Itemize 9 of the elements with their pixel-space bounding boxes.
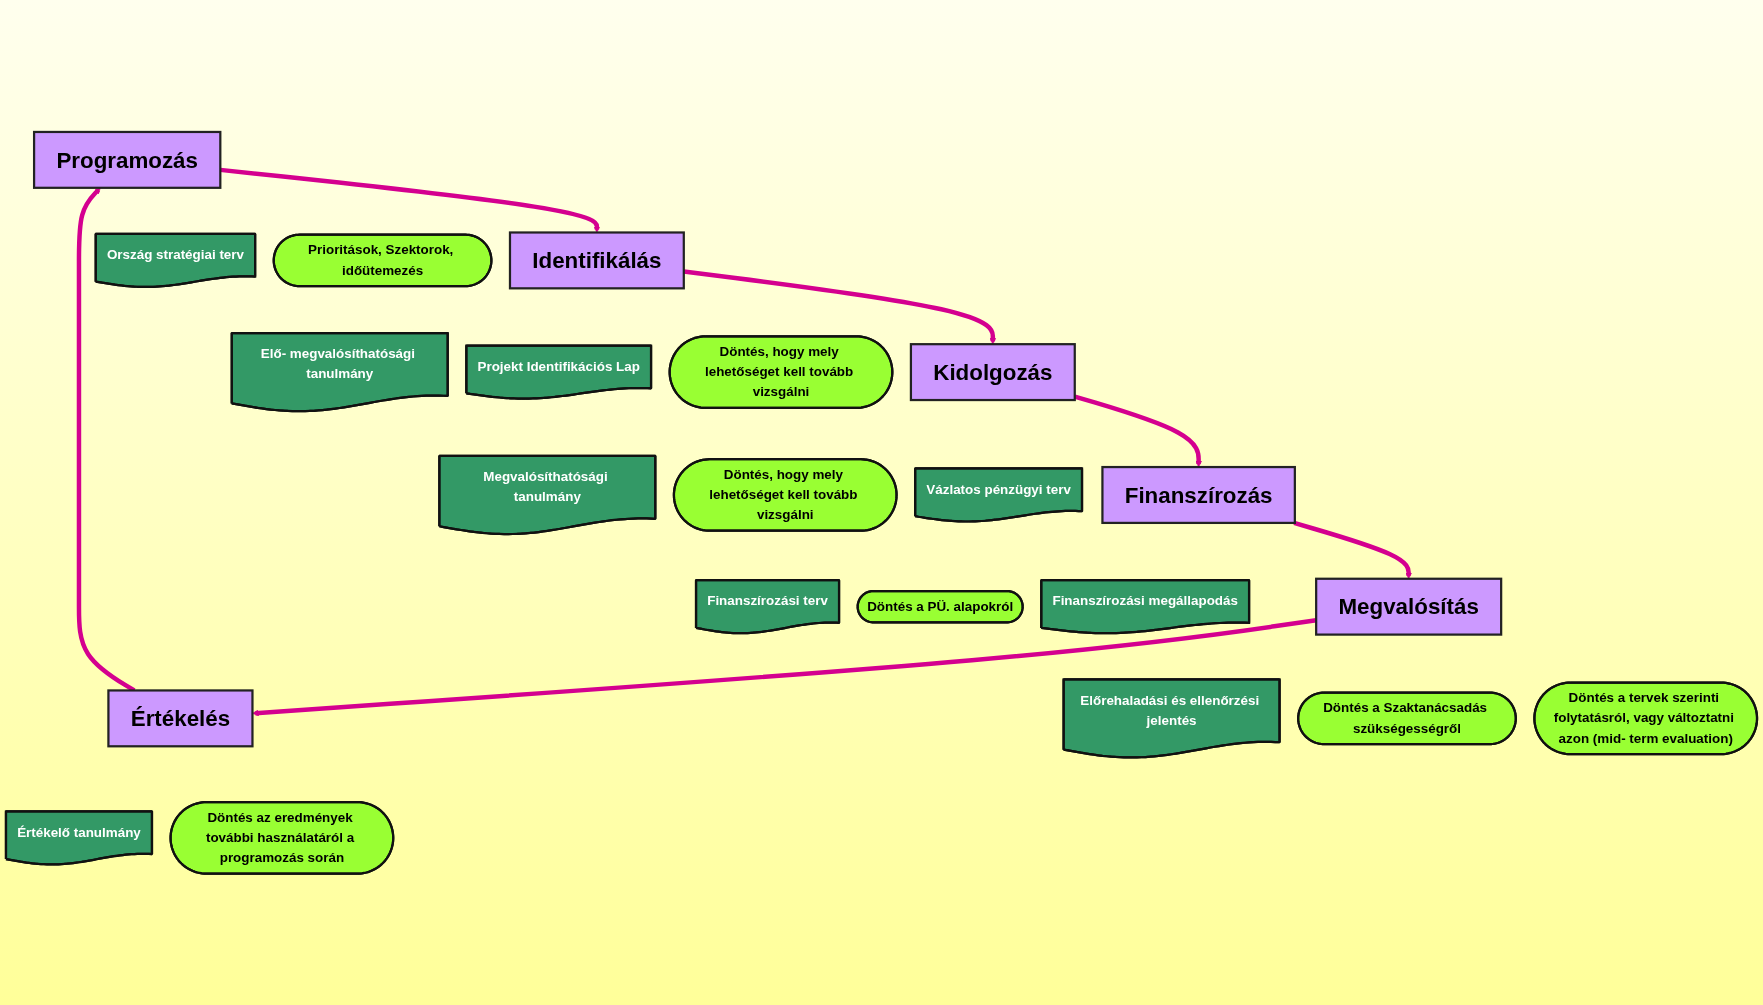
node-box: Kidolgozás (909, 342, 1076, 401)
arrow (1293, 520, 1412, 579)
arrow (220, 167, 601, 233)
node-box: Identifikálás (508, 231, 685, 290)
node-box: Programozás (32, 130, 222, 189)
node-box: Megvalósítás (1315, 577, 1503, 636)
node-box: Értékelés (107, 689, 254, 748)
arrow (252, 617, 1317, 716)
node-box: Finanszírozás (1101, 465, 1296, 524)
